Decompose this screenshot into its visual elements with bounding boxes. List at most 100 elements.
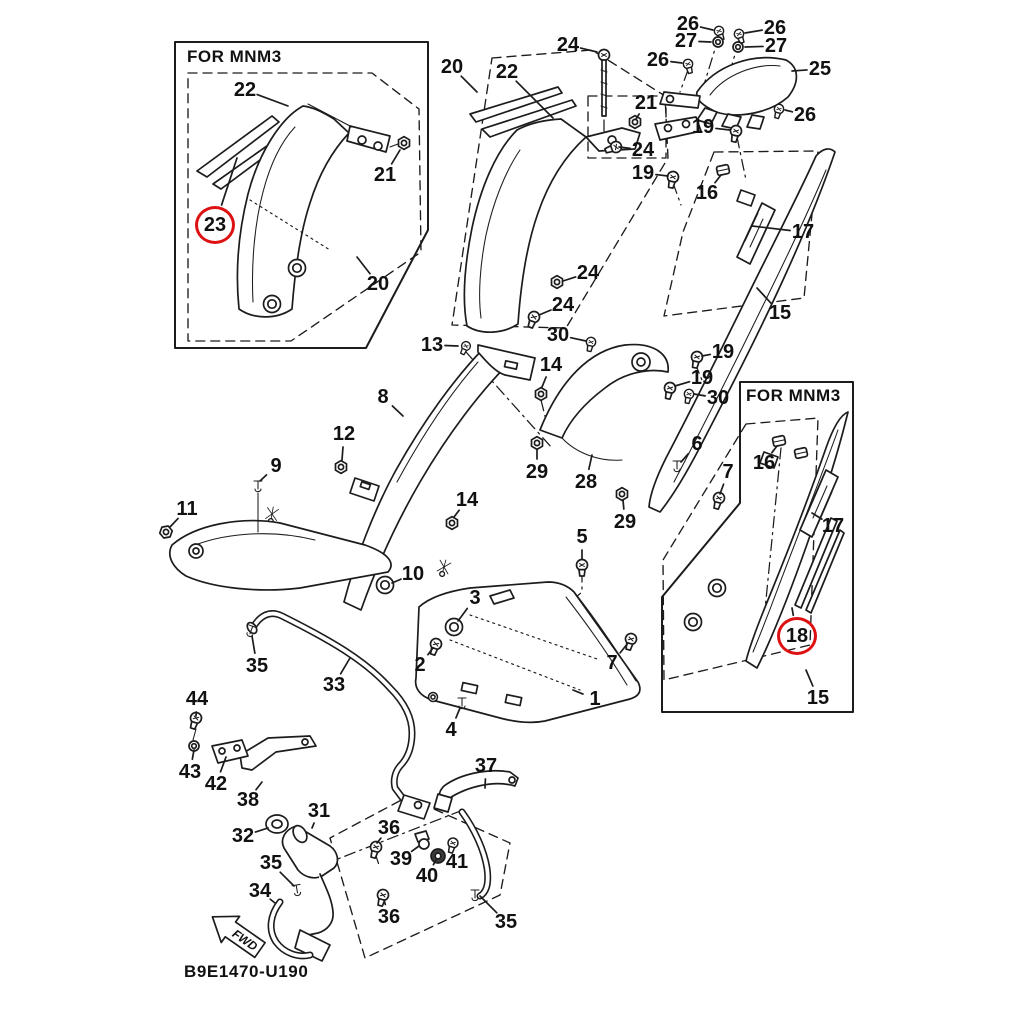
leader-line-25 <box>791 69 808 72</box>
callout-16: 16 <box>752 452 776 474</box>
callout-21: 21 <box>634 92 658 114</box>
leader-line-20 <box>460 75 478 93</box>
leader-line-21 <box>390 149 401 165</box>
callout-7: 7 <box>722 461 734 483</box>
leader-line-26 <box>699 26 714 31</box>
leader-line-14 <box>541 376 547 388</box>
callout-25: 25 <box>808 58 832 80</box>
leader-line-4 <box>455 707 461 719</box>
callout-17: 17 <box>821 515 845 537</box>
leader-line-39 <box>410 845 420 853</box>
cover-28-sketch <box>530 343 669 502</box>
leader-line-27 <box>744 45 764 48</box>
fwd-arrow: FWD <box>211 915 266 959</box>
callout-21: 21 <box>373 164 397 186</box>
inset-box-2 <box>661 381 854 713</box>
leader-line-6 <box>680 452 690 463</box>
leader-line-19 <box>715 127 731 131</box>
leader-line-35 <box>251 635 256 655</box>
leader-line-33 <box>339 657 351 675</box>
callout-9: 9 <box>270 455 282 477</box>
callout-26: 26 <box>763 17 787 39</box>
leader-line-35 <box>279 871 295 887</box>
callout-26: 26 <box>793 104 817 126</box>
leader-line-16 <box>714 174 722 184</box>
leader-line-17 <box>751 225 791 232</box>
leader-line-8 <box>391 405 404 417</box>
callout-20: 20 <box>440 56 464 78</box>
leader-line-34 <box>269 898 276 904</box>
callout-15: 15 <box>806 687 830 709</box>
leader-line-15 <box>756 287 773 305</box>
callout-36: 36 <box>377 906 401 928</box>
leader-line-36 <box>383 899 387 906</box>
dashed-outlines <box>187 49 819 959</box>
drawing-part-code: B9E1470-U190 <box>184 962 309 981</box>
leader-line-23 <box>220 157 238 206</box>
inner-panel-8-sketch <box>264 344 548 611</box>
callout-10: 10 <box>401 563 425 585</box>
leader-line-2 <box>427 647 434 656</box>
leader-line-18 <box>791 607 795 617</box>
callout-24: 24 <box>556 34 580 56</box>
leader-line-24 <box>579 47 598 53</box>
callout-35: 35 <box>245 655 269 677</box>
leader-line-15 <box>805 669 814 687</box>
leader-line-3 <box>457 607 469 622</box>
callout-11: 11 <box>176 498 198 520</box>
leader-line-21 <box>635 113 640 120</box>
cover-20-sketch <box>457 48 702 357</box>
callout-38: 38 <box>236 789 260 811</box>
callout-12: 12 <box>332 423 356 445</box>
leader-line-32 <box>254 827 269 833</box>
callout-27: 27 <box>674 30 698 52</box>
callout-20: 20 <box>366 273 390 295</box>
callout-17: 17 <box>791 221 815 243</box>
callout-41: 41 <box>445 851 469 873</box>
callout-8: 8 <box>377 386 389 408</box>
leader-line-20 <box>356 256 371 275</box>
leader-line-28 <box>587 454 593 471</box>
callout-26: 26 <box>676 13 700 35</box>
leader-line-12 <box>341 446 344 461</box>
bottom-assembly-sketch <box>186 610 519 962</box>
callout-33: 33 <box>322 674 346 696</box>
cover-1-sketch <box>414 558 641 724</box>
leader-line-14 <box>453 509 460 518</box>
callout-30: 30 <box>706 387 730 409</box>
leader-line-40 <box>432 859 437 866</box>
leader-line-22 <box>515 80 554 119</box>
side-cover-15-upper-sketch <box>648 123 836 513</box>
leader-line-11 <box>169 517 179 528</box>
leader-line-35 <box>479 895 498 914</box>
leader-line-10 <box>391 578 402 584</box>
leader-line-26 <box>670 60 683 64</box>
callout-22: 22 <box>233 79 257 101</box>
leader-line-7 <box>619 642 629 654</box>
callout-35: 35 <box>494 911 518 933</box>
callout-7: 7 <box>606 652 618 674</box>
callout-16: 16 <box>695 182 719 204</box>
leader-line-24 <box>618 146 631 150</box>
callout-35: 35 <box>259 852 283 874</box>
callout-26: 26 <box>646 49 670 71</box>
leader-line-29 <box>622 499 625 510</box>
callout-22: 22 <box>495 61 519 83</box>
callout-24: 24 <box>551 294 575 316</box>
leader-line-36 <box>376 837 382 844</box>
cover-11-sketch <box>157 480 392 591</box>
callout-19: 19 <box>691 116 715 138</box>
callout-18-highlighted: 18 <box>777 617 817 655</box>
callout-2: 2 <box>414 654 426 676</box>
leader-line-16 <box>771 445 778 454</box>
leader-line-26 <box>744 29 764 34</box>
leader-line-1 <box>572 689 584 695</box>
callout-32: 32 <box>231 825 255 847</box>
leader-line-13 <box>444 344 459 347</box>
leader-line-17 <box>811 512 823 521</box>
leader-line-19 <box>701 353 712 357</box>
callout-42: 42 <box>204 773 228 795</box>
callout-1: 1 <box>589 688 601 710</box>
callout-34: 34 <box>248 880 272 902</box>
